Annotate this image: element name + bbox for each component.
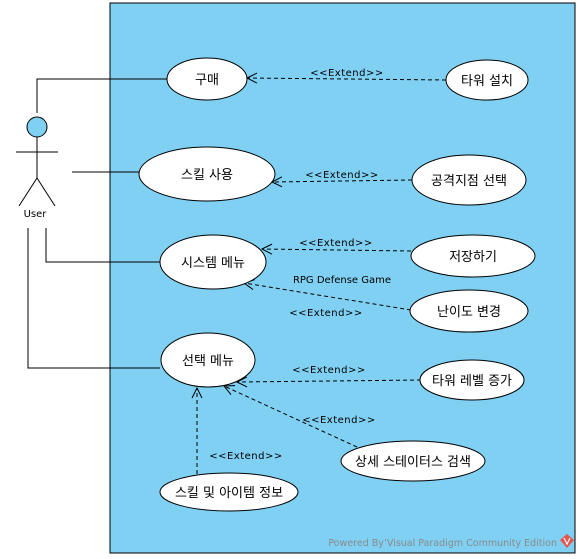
use-case-label: 저장하기: [449, 250, 497, 265]
actor-left-leg: [18, 177, 38, 207]
use-case-label: 선택 메뉴: [182, 354, 234, 369]
use-case-label: 스킬 사용: [181, 168, 233, 183]
extend-label-status-search: <<Extend>>: [302, 415, 376, 426]
extend-label-save: <<Extend>>: [299, 238, 373, 249]
use-case-label: 타워 설치: [461, 74, 513, 89]
association-purchase: [36, 78, 167, 113]
extend-install-tower: [247, 78, 447, 80]
visual-paradigm-logo-icon: [560, 534, 574, 548]
use-case-label: 타워 레벨 증가: [432, 374, 512, 389]
extend-label-change-difficulty: <<Extend>>: [289, 308, 363, 319]
association-system-menu: [45, 228, 160, 263]
extend-label-tower-level-up: <<Extend>>: [292, 365, 366, 376]
extend-change-difficulty: [244, 283, 412, 311]
use-case-install-tower[interactable]: 타워 설치: [445, 59, 529, 101]
use-case-system-menu[interactable]: 시스템 메뉴: [159, 234, 267, 290]
association-select-menu: [27, 228, 160, 369]
footer-watermark: Powered By’Visual Paradigm Community Edi…: [328, 538, 557, 549]
extend-label-skill-item-info: <<Extend>>: [209, 451, 283, 462]
use-case-use-skill[interactable]: 스킬 사용: [138, 146, 276, 202]
extend-select-attack-point: [272, 180, 413, 182]
use-case-select-attack-point[interactable]: 공격지점 선택: [411, 154, 527, 206]
use-case-select-menu[interactable]: 선택 메뉴: [160, 332, 256, 388]
use-case-label: 상세 스테이터스 검색: [355, 455, 471, 470]
use-case-label: 난이도 변경: [437, 305, 501, 320]
extend-relations: [197, 78, 447, 474]
extend-status-search: [224, 386, 358, 448]
use-case-status-search[interactable]: 상세 스테이터스 검색: [340, 440, 486, 482]
actor-right-leg: [36, 177, 56, 207]
actor-head: [26, 116, 48, 138]
actor-label: User: [24, 209, 48, 220]
use-case-purchase[interactable]: 구매: [166, 57, 248, 101]
extend-save: [262, 249, 412, 251]
actor-user[interactable]: User: [16, 116, 58, 220]
extend-tower-level-up: [237, 380, 422, 382]
use-case-label: 스킬 및 아이템 정보: [175, 486, 283, 501]
use-case-label: 구매: [195, 73, 219, 88]
use-case-save[interactable]: 저장하기: [410, 234, 536, 278]
use-case-label: 공격지점 선택: [431, 174, 507, 189]
extend-label-install-tower: <<Extend>>: [310, 68, 384, 79]
use-case-tower-level-up[interactable]: 타워 레벨 증가: [419, 359, 525, 401]
extend-label-select-attack-point: <<Extend>>: [305, 170, 379, 181]
use-case-label: 시스템 메뉴: [181, 256, 245, 271]
use-case-change-difficulty[interactable]: 난이도 변경: [409, 289, 529, 333]
associations: [27, 78, 167, 369]
system-name: RPG Defense Game: [293, 275, 391, 286]
use-case-skill-item-info[interactable]: 스킬 및 아이템 정보: [159, 472, 299, 512]
